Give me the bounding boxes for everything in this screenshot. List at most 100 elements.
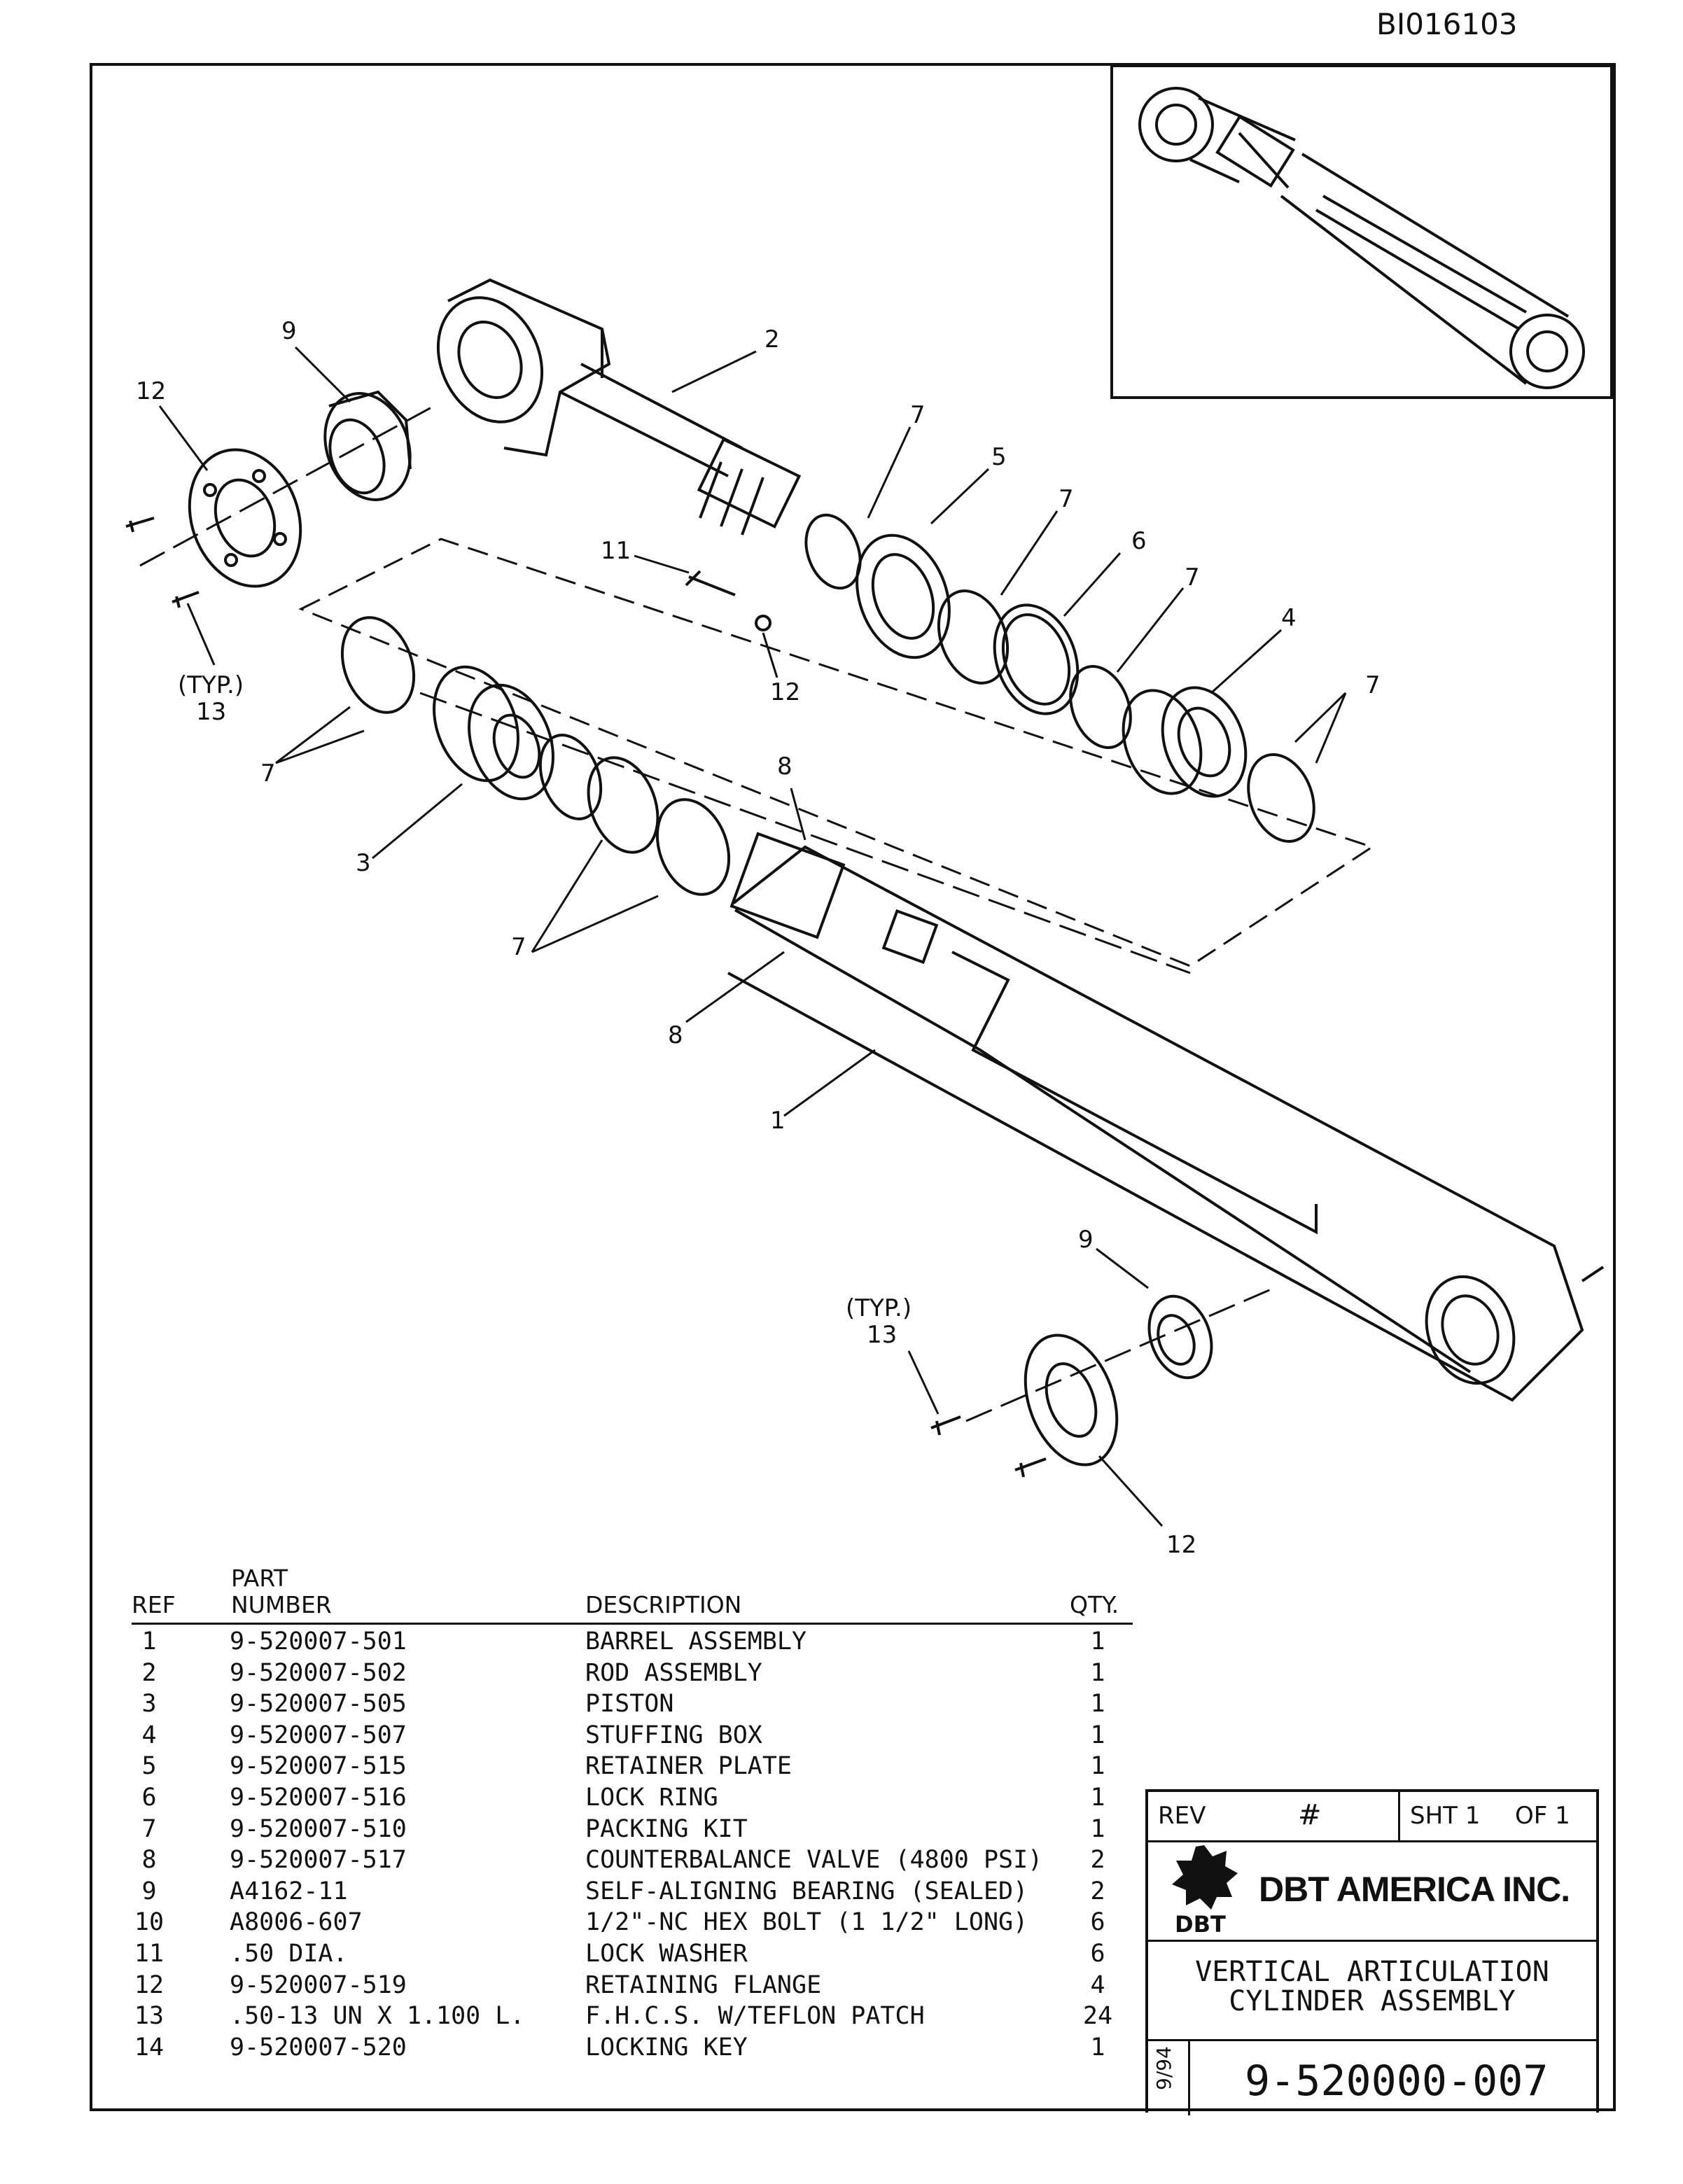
qty-cell: 1 [1090, 1721, 1105, 1749]
callout-9-lower: 9 [1078, 1226, 1094, 1254]
ref-cell: 14 [134, 2033, 165, 2062]
title-block: REV # SHT 1 OF 1 DBT DBT AMERICA INC. VE… [1145, 1789, 1599, 2115]
retaining-flange-upper-part [188, 448, 302, 588]
description-cell: BARREL ASSEMBLY [585, 1628, 807, 1656]
drawing-number: 9-520000-007 [1245, 2057, 1549, 2106]
part-number-cell: .50-13 UN X 1.100 L. [230, 2002, 525, 2031]
ref-cell: 4 [141, 1721, 157, 1749]
retainer-plate-part [856, 533, 951, 659]
ref-cell: 5 [141, 1752, 157, 1781]
description-cell: LOCK RING [585, 1783, 718, 1812]
leader-lines [158, 346, 1347, 1527]
callout-6: 6 [1131, 527, 1147, 555]
callout-typ-lower: (TYP.) [846, 1294, 912, 1322]
title-line-2: CYLINDER ASSEMBLY [1229, 1985, 1516, 2017]
callout-12-upper: 12 [136, 377, 166, 405]
callout-3: 3 [356, 849, 371, 877]
packing-ring-3 [1069, 664, 1132, 750]
part-number-cell: 9-520007-519 [230, 1970, 407, 1999]
ref-cell: 13 [134, 2002, 165, 2031]
rev-value: # [1298, 1799, 1322, 1831]
screw-lower-2 [1014, 1457, 1047, 1478]
part-number-cell: 9-520007-517 [230, 1846, 407, 1875]
drawing-title-row: VERTICAL ARTICULATION CYLINDER ASSEMBLY [1148, 1942, 1596, 2041]
qty-cell: 6 [1090, 1939, 1105, 1968]
ref-cell: 2 [141, 1658, 157, 1687]
qty-cell: 1 [1090, 2033, 1105, 2062]
part-number-cell: A8006-607 [230, 1908, 363, 1937]
part-number-cell: 9-520007-510 [230, 1814, 407, 1843]
qty-cell: 4 [1090, 1970, 1105, 1999]
company-row: DBT DBT AMERICA INC. [1148, 1842, 1596, 1942]
callout-7-d: 7 [1365, 671, 1381, 699]
bearing-lower-part [1147, 1294, 1213, 1380]
description-cell: RETAINER PLATE [585, 1752, 792, 1781]
packing-ring-8 [655, 798, 731, 896]
rod-assembly-part [436, 278, 802, 536]
screw-upper-1 [125, 517, 155, 533]
drawing-border [90, 63, 1616, 2111]
qty-cell: 24 [1082, 2002, 1113, 2031]
drawing-number-row: 9/94 9-520000-007 [1148, 2041, 1596, 2115]
callout-12-mid: 12 [770, 678, 800, 706]
parts-list-table: REF PART NUMBER DESCRIPTION QTY. 1 9-5200… [132, 1555, 1133, 2062]
description-cell: ROD ASSEMBLY [585, 1658, 762, 1687]
inset-frame [1110, 64, 1613, 399]
qty-cell: 1 [1090, 1783, 1105, 1812]
screw-upper-2 [172, 591, 200, 608]
rev-label: REV [1158, 1802, 1206, 1830]
revision-cell: REV # [1148, 1792, 1400, 1842]
callout-13-upper: 13 [196, 698, 226, 726]
callout-11: 11 [601, 537, 631, 565]
header-description: DESCRIPTION [585, 1591, 742, 1618]
description-cell: PISTON [585, 1690, 674, 1718]
packing-ring-5 [340, 616, 416, 714]
qty-cell: 1 [1090, 1690, 1105, 1718]
callout-7-a: 7 [910, 401, 926, 429]
qty-cell: 6 [1090, 1908, 1105, 1937]
part-number-cell: 9-520007-507 [230, 1721, 407, 1749]
description-cell: LOCKING KEY [585, 2033, 748, 2062]
date-cell: 9/94 [1148, 2041, 1190, 2115]
header-part-number: NUMBER [231, 1591, 332, 1618]
sheet-label: SHT 1 [1410, 1802, 1481, 1830]
description-cell: SELF-ALIGNING BEARING (SEALED) [585, 1877, 1028, 1905]
packing-ring-4 [1247, 753, 1315, 843]
lock-ring-part [993, 603, 1080, 715]
alignment-dashed-box [298, 538, 1375, 967]
qty-cell: 2 [1090, 1877, 1105, 1905]
packing-ring-6 [538, 734, 603, 820]
parts-table-header: REF PART NUMBER DESCRIPTION QTY. [132, 1555, 1133, 1625]
hex-bolt-part [685, 570, 736, 596]
packing-ring-7 [587, 756, 659, 854]
table-row: 13.50-13 UN X 1.100 L.F.H.C.S. W/TEFLON … [132, 1999, 1133, 2031]
packing-ring-2 [937, 589, 1010, 685]
ref-cell: 1 [141, 1628, 157, 1656]
header-part-top: PART [231, 1564, 288, 1592]
part-number-cell: 9-520007-520 [230, 2033, 407, 2062]
description-cell: 1/2"-NC HEX BOLT (1 1/2" LONG) [585, 1908, 1028, 1937]
company-name: DBT AMERICA INC. [1259, 1870, 1570, 1909]
title-line-1: VERTICAL ARTICULATION [1195, 1956, 1549, 1988]
ref-cell: 7 [141, 1814, 157, 1843]
header-ref: REF [132, 1591, 176, 1618]
callout-7-b: 7 [1059, 485, 1074, 513]
part-number-cell: 9-520007-505 [230, 1690, 407, 1718]
retaining-flange-lower-part [1024, 1334, 1119, 1466]
callout-7-c: 7 [1185, 564, 1200, 592]
callout-8-lower: 8 [668, 1021, 683, 1049]
header-qty: QTY. [1070, 1591, 1119, 1618]
ref-cell: 9 [141, 1877, 157, 1905]
description-cell: COUNTERBALANCE VALVE (4800 PSI) [585, 1846, 1043, 1875]
screw-lower-1 [930, 1415, 961, 1436]
dbt-gear-logo [1172, 1845, 1238, 1910]
ref-cell: 8 [141, 1846, 157, 1875]
part-number-cell: 9-520007-501 [230, 1628, 407, 1656]
callout-2: 2 [764, 326, 780, 354]
callout-typ-upper: (TYP.) [178, 671, 244, 699]
